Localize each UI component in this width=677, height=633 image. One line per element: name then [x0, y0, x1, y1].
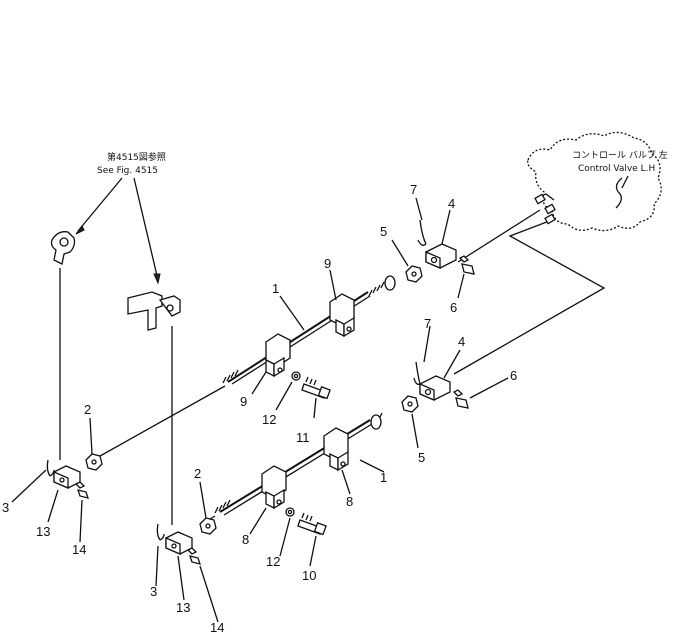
lever-4515-left — [50, 231, 76, 265]
callout-2: 2 — [194, 466, 201, 481]
control-valve-outline — [527, 131, 662, 232]
cotter-pin-7-lower — [413, 361, 421, 386]
callout-1: 1 — [380, 470, 387, 485]
block-8-lower — [261, 465, 287, 499]
callout-10: 10 — [302, 568, 316, 583]
callout-6: 6 — [450, 300, 457, 315]
bolt-6-upper — [461, 263, 475, 275]
callout-4: 4 — [458, 334, 465, 349]
callout-3: 3 — [150, 584, 157, 599]
callout-5: 5 — [380, 224, 387, 239]
left-linkage — [46, 231, 226, 565]
callout-9: 9 — [324, 256, 331, 271]
link-line — [99, 385, 226, 457]
reference-arrow-right — [133, 177, 159, 281]
cotter-pin-3-left — [46, 459, 55, 477]
rod-thread-left — [222, 369, 239, 384]
rod-thread-left — [214, 499, 231, 514]
callout-5: 5 — [418, 450, 425, 465]
callout-14: 14 — [72, 542, 86, 557]
jam-nut — [370, 414, 382, 430]
lower-rod-assembly — [214, 361, 469, 536]
reference-arrow-left — [77, 177, 123, 232]
leader-lines — [11, 197, 509, 623]
callout-12: 12 — [262, 412, 276, 427]
callout-11: 11 — [296, 430, 310, 445]
arrow-head — [153, 273, 161, 285]
callout-8: 8 — [242, 532, 249, 547]
callout-13: 13 — [176, 600, 190, 615]
bolt-6-lower — [455, 397, 469, 409]
callout-9: 9 — [240, 394, 247, 409]
control-valve-label-jp: コントロール バルブ 左 — [572, 149, 668, 161]
upper-rod-assembly — [222, 219, 475, 400]
reference-note-jp: 第4515図参照 — [107, 151, 166, 163]
callout-1: 1 — [272, 281, 279, 296]
valve-spool-ends — [534, 193, 556, 225]
lower-connection-line — [453, 219, 606, 375]
callout-13: 13 — [36, 524, 50, 539]
callout-4: 4 — [448, 196, 455, 211]
cotter-pin-3-mid — [156, 523, 165, 541]
link-line — [209, 515, 216, 520]
lever-4515-mid — [127, 291, 163, 331]
arrow-head — [75, 225, 85, 235]
callout-14: 14 — [210, 620, 224, 633]
callout-7: 7 — [424, 316, 431, 331]
rod-thread-right — [368, 281, 385, 297]
callout-12: 12 — [266, 554, 280, 569]
jam-nut — [384, 275, 396, 291]
bolt-14-mid — [189, 555, 201, 565]
callout-6: 6 — [510, 368, 517, 383]
callout-8: 8 — [346, 494, 353, 509]
callout-7: 7 — [410, 182, 417, 197]
callouts: 1 1 2 2 3 3 4 4 5 5 6 6 7 7 8 8 9 9 10 1… — [2, 182, 517, 633]
callout-3: 3 — [2, 500, 9, 515]
reference-note-en: See Fig. 4515 — [97, 166, 158, 176]
bolt-14-left — [77, 489, 89, 499]
cotter-pin-7-upper — [417, 219, 427, 246]
callout-2: 2 — [84, 402, 91, 417]
control-valve-label-en: Control Valve L.H — [578, 164, 655, 174]
upper-connection-line — [457, 209, 541, 263]
